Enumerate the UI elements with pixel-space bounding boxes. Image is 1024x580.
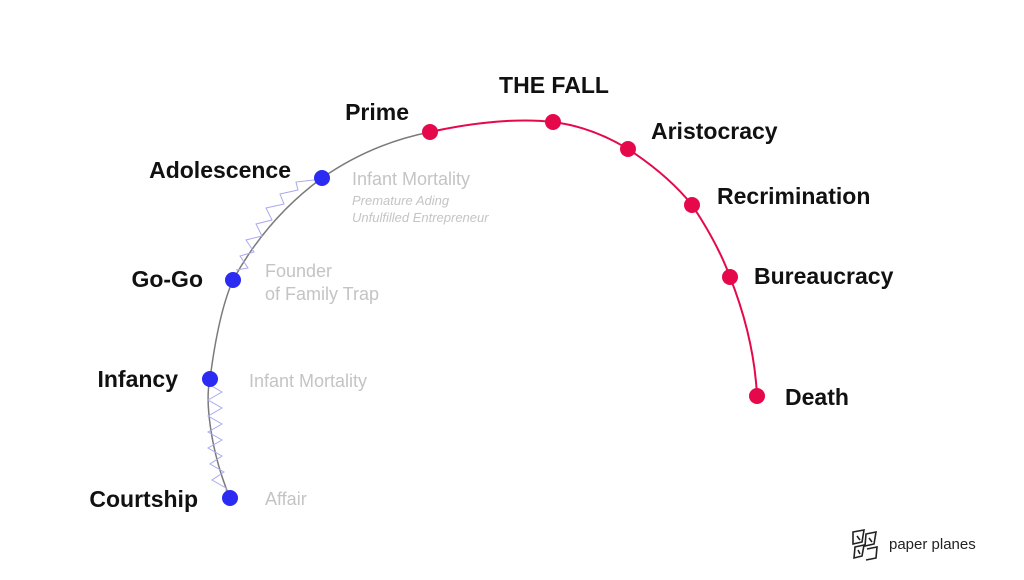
stage-label-bureaucracy: Bureaucracy: [754, 263, 894, 289]
dot-courtship: [222, 490, 238, 506]
zigzag-gogo-adolescence: [235, 179, 315, 271]
stage-label-gogo: Go-Go: [131, 266, 203, 292]
stage-label-adolescence: Adolescence: [149, 157, 291, 183]
stage-label-courtship: Courtship: [89, 486, 198, 512]
stage-label-recrimination: Recrimination: [717, 183, 870, 209]
stage-label-prime: Prime: [345, 99, 409, 125]
trap-sub-adolescence-1: Premature Ading: [352, 193, 450, 208]
trap-sub-adolescence-2: Unfulfilled Entrepreneur: [352, 210, 489, 225]
dot-infancy: [202, 371, 218, 387]
trap-label-gogo-line1: Founder: [265, 261, 332, 281]
stage-label-death: Death: [785, 384, 849, 410]
dot-gogo: [225, 272, 241, 288]
dot-prime: [422, 124, 438, 140]
dot-adolescence: [314, 170, 330, 186]
dot-bureaucracy: [722, 269, 738, 285]
paper-planes-logo-icon: [852, 529, 878, 561]
dot-recrimination: [684, 197, 700, 213]
decline-curve: [429, 119, 758, 397]
trap-label-courtship: Affair: [265, 489, 307, 509]
dot-the-fall: [545, 114, 561, 130]
trap-label-infancy: Infant Mortality: [249, 371, 367, 391]
trap-label-gogo-line2: of Family Trap: [265, 284, 379, 304]
stage-label-aristocracy: Aristocracy: [651, 118, 778, 144]
dot-aristocracy: [620, 141, 636, 157]
zigzag-courtship-infancy: [206, 384, 227, 492]
stage-label-the-fall: THE FALL: [499, 72, 609, 98]
trap-label-adolescence: Infant Mortality: [352, 169, 470, 189]
dot-death: [749, 388, 765, 404]
brand-name: paper planes: [889, 536, 976, 553]
stage-label-infancy: Infancy: [97, 366, 178, 392]
